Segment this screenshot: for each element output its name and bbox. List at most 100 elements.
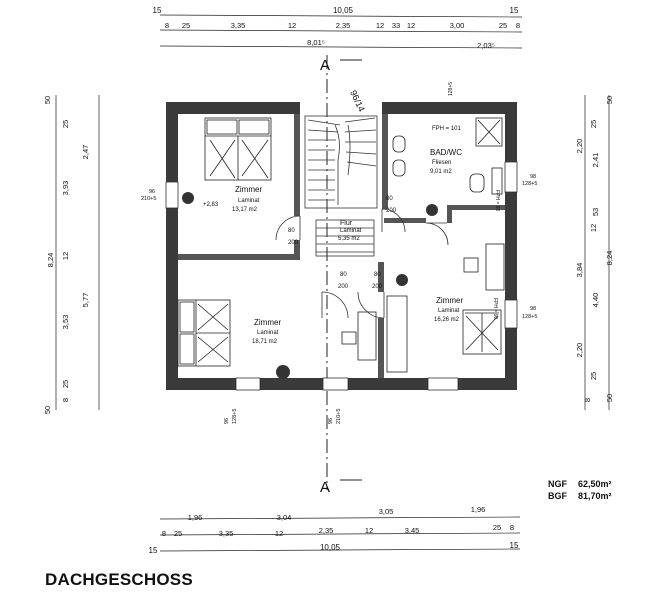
dimension-label: 3,53 (61, 315, 70, 330)
stair-label: 96/14 (348, 89, 367, 114)
dimension-label: 2,35 (319, 526, 334, 535)
win-e-a: 98 (530, 174, 536, 180)
dimension-label: 1,96 (471, 505, 486, 514)
dimension-label: 3,45 (405, 526, 420, 535)
door-200-b: 200 (288, 240, 299, 246)
windows (165, 161, 518, 391)
door-80-d: 80 (374, 272, 381, 278)
dimension-label: 5,77 (81, 293, 90, 308)
win-s2-b: 210+5 (336, 409, 342, 424)
dimension-label: 3,05 (379, 507, 394, 516)
dimension-label: 8,01⁵ (307, 38, 325, 47)
plants (182, 192, 438, 379)
dimension-label: 4,40 (591, 293, 600, 308)
room-zimmer-e-floor: Laminat (438, 308, 460, 314)
interior-walls (178, 114, 505, 378)
room-zimmer-nw-area: 13,17 m2 (232, 207, 258, 213)
win-e2-a: 98 (530, 306, 536, 312)
door-200-c: 200 (338, 284, 349, 290)
dimension-label: 15 (510, 6, 519, 15)
dimension-label: 15 (510, 541, 519, 550)
dimension-label: 3,93 (61, 181, 70, 196)
ngf-value: 62,50m² (578, 479, 612, 489)
dimension-label: 2,20 (575, 139, 584, 154)
room-flur-floor: Laminat (340, 228, 362, 234)
dimension-lines (55, 14, 610, 552)
dimension-label: 8 (516, 21, 520, 30)
dimension-label: 12 (288, 21, 296, 30)
win-e2-b: 128+5 (522, 314, 537, 320)
door-200-d: 200 (372, 284, 383, 290)
door-80-c: 80 (340, 272, 347, 278)
win-w-b: 210+5 (141, 196, 156, 202)
dimension-label: 53 (591, 208, 600, 216)
dimension-label: 8 (583, 398, 592, 402)
door-80-a: 80 (386, 196, 393, 202)
room-flur-name: Flur (340, 220, 353, 227)
dimension-label: 2,47 (81, 145, 90, 160)
room-zimmer-sw-area: 18,71 m2 (252, 339, 278, 345)
dimension-label: 25 (493, 523, 501, 532)
dimension-label: 8,24 (605, 251, 614, 266)
dimension-label: 25 (589, 120, 598, 128)
dimension-label: 3,00 (450, 21, 465, 30)
dimension-label: 8,24 (46, 253, 55, 268)
fph-bad-label: FPH = 101 (432, 126, 462, 132)
page-title: DACHGESCHOSS (45, 570, 193, 589)
dimension-label: 12 (365, 526, 373, 535)
win-s2-a: 96 (328, 418, 334, 424)
outer-walls (166, 102, 517, 390)
dimension-label: 8 (61, 398, 70, 402)
dimension-label: 10,05 (320, 543, 341, 552)
room-zimmer-nw-name: Zimmer (235, 185, 262, 194)
dimension-label: 8 (510, 523, 514, 532)
dimension-label: 50 (605, 394, 614, 402)
dimension-label: 8 (162, 529, 166, 538)
furniture (177, 117, 505, 373)
staircase (304, 115, 378, 257)
section-mark-top: A (320, 57, 330, 74)
spot-height: +2,83 (203, 202, 219, 208)
room-zimmer-nw-floor: Laminat (238, 198, 260, 204)
dimension-label: 50 (43, 406, 52, 414)
fph-bad2-label: FPH = 90 (494, 190, 500, 211)
room-zimmer-e-area: 16,26 m2 (434, 317, 460, 323)
dimension-label: 12 (589, 224, 598, 232)
dimension-label: 3,35 (231, 21, 246, 30)
bgf-label: BGF (548, 491, 567, 501)
dimension-label: 12 (376, 21, 384, 30)
section-mark-bottom: A (320, 479, 330, 496)
dimension-label: 25 (499, 21, 507, 30)
dimension-label: 3,35 (219, 529, 234, 538)
door-80-b: 80 (288, 228, 295, 234)
dimension-label: 3,84 (575, 263, 584, 278)
fph-e-label: FPH = 90 (492, 298, 498, 319)
dimension-label: 8 (165, 21, 169, 30)
dimension-label: 10,05 (333, 6, 354, 15)
win-s1-b: 128+5 (232, 409, 238, 424)
dimension-label: 25 (182, 21, 190, 30)
dimension-label: 3,04 (277, 513, 292, 522)
doors (275, 208, 449, 319)
dimension-label: 2,20 (575, 343, 584, 358)
dimension-label: 25 (174, 529, 182, 538)
gap-label: 128+5 (448, 82, 454, 96)
room-zimmer-sw-name: Zimmer (254, 318, 281, 327)
win-w-a: 96 (149, 189, 155, 195)
dimension-label: 12 (407, 21, 415, 30)
room-zimmer-sw-floor: Laminat (257, 330, 279, 336)
win-e-b: 128+5 (522, 181, 537, 187)
room-bad-floor: Fliesen (432, 160, 451, 166)
dimension-label: 15 (153, 6, 162, 15)
door-200-a: 200 (386, 208, 397, 214)
dimension-label: 25 (61, 120, 70, 128)
dimension-label: 25 (589, 372, 598, 380)
room-bad-name: BAD/WC (430, 148, 462, 157)
dimension-label: 1,96 (188, 513, 203, 522)
room-labels: Zimmer Laminat 13,17 m2 +2,83 Zimmer Lam… (141, 82, 537, 424)
dimension-label: 50 (605, 96, 614, 104)
win-s1-a: 96 (224, 418, 230, 424)
dimension-label: 12 (275, 529, 283, 538)
